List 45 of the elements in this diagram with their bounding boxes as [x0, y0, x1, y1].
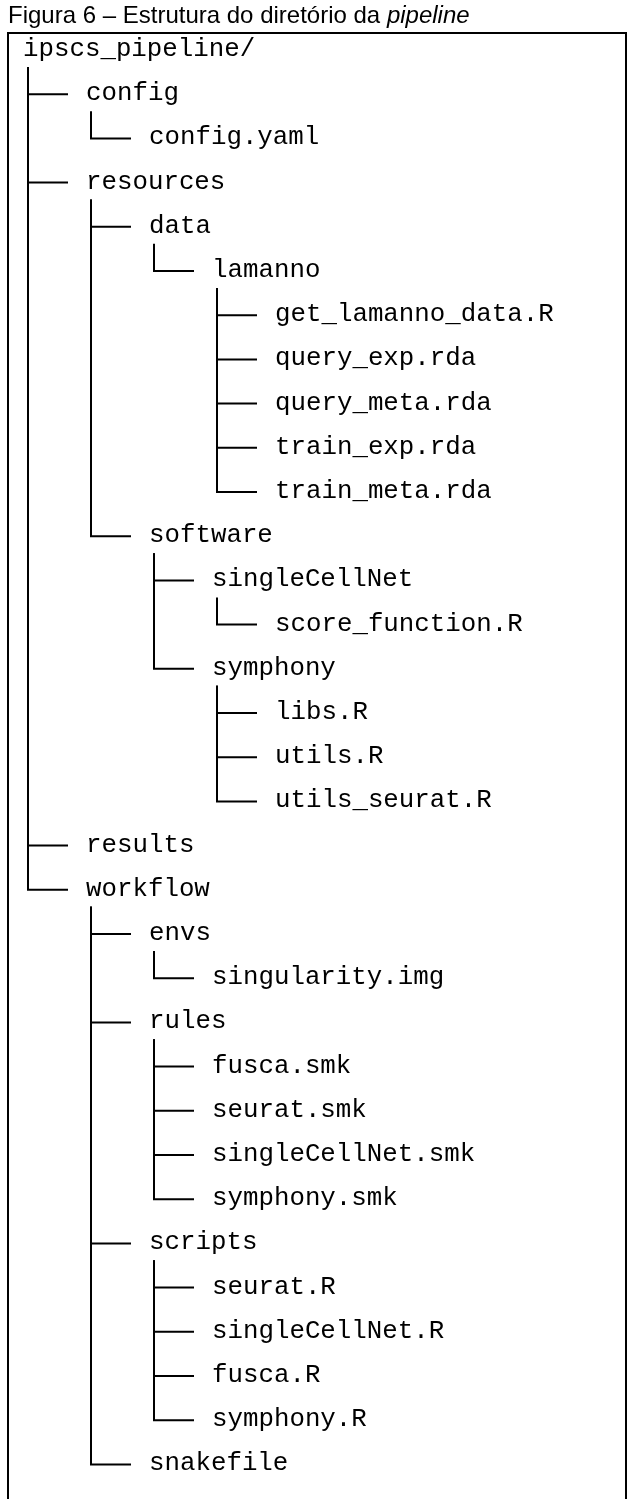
- path-name: query_meta.rda: [275, 388, 492, 419]
- path-name: utils_seurat.R: [275, 786, 492, 817]
- path-name: config.yaml: [149, 123, 320, 154]
- path-name: symphony: [212, 653, 336, 684]
- path-name: get_lamanno_data.R: [275, 300, 554, 331]
- path-name: resources: [86, 167, 226, 198]
- path-name: scripts: [149, 1228, 258, 1259]
- path-name: train_meta.rda: [275, 477, 492, 507]
- path-name: symphony.R: [212, 1405, 367, 1436]
- path-name: fusca.R: [212, 1361, 321, 1391]
- tree-connector: [153, 242, 195, 272]
- path-name: snakefile: [149, 1449, 289, 1480]
- path-name: singleCellNet.smk: [212, 1140, 476, 1170]
- path-name: results: [86, 830, 195, 861]
- path-name: seurat.smk: [212, 1095, 367, 1126]
- path-name: config: [86, 79, 179, 110]
- path-name: software: [149, 521, 273, 552]
- figure-title: Figura 6 – Estrutura do diretório da pipeline: [8, 0, 470, 30]
- path-name: seurat.R: [212, 1272, 336, 1303]
- tree-connector: [90, 198, 132, 538]
- path-name: libs.R: [275, 698, 368, 728]
- path-name: query_exp.rda: [275, 344, 477, 375]
- path-name: score_function.R: [275, 609, 523, 640]
- tree-connector: [216, 684, 258, 803]
- path-name: ipscs_pipeline/: [23, 35, 256, 65]
- path-name: symphony.smk: [212, 1184, 398, 1215]
- path-name: lamanno: [212, 256, 321, 286]
- tree-connector: [153, 552, 195, 670]
- path-name: workflow: [86, 874, 210, 905]
- path-name: fusca.smk: [212, 1051, 352, 1082]
- tree-connector: [153, 1259, 195, 1422]
- path-name: singleCellNet: [212, 565, 414, 596]
- tree-connector: [153, 1038, 195, 1201]
- tree-connector: [216, 287, 258, 493]
- path-name: utils.R: [275, 742, 384, 773]
- path-name: singleCellNet.R: [212, 1316, 445, 1347]
- tree-connector: [90, 110, 132, 140]
- path-name: singularity.img: [212, 963, 445, 994]
- tree-connector: [216, 596, 258, 626]
- tree-connector: [153, 950, 195, 980]
- path-name: data: [149, 211, 211, 242]
- path-name: train_exp.rda: [275, 432, 477, 463]
- path-name: rules: [149, 1007, 227, 1038]
- path-name: envs: [149, 919, 211, 949]
- tree-connector: [90, 905, 132, 1466]
